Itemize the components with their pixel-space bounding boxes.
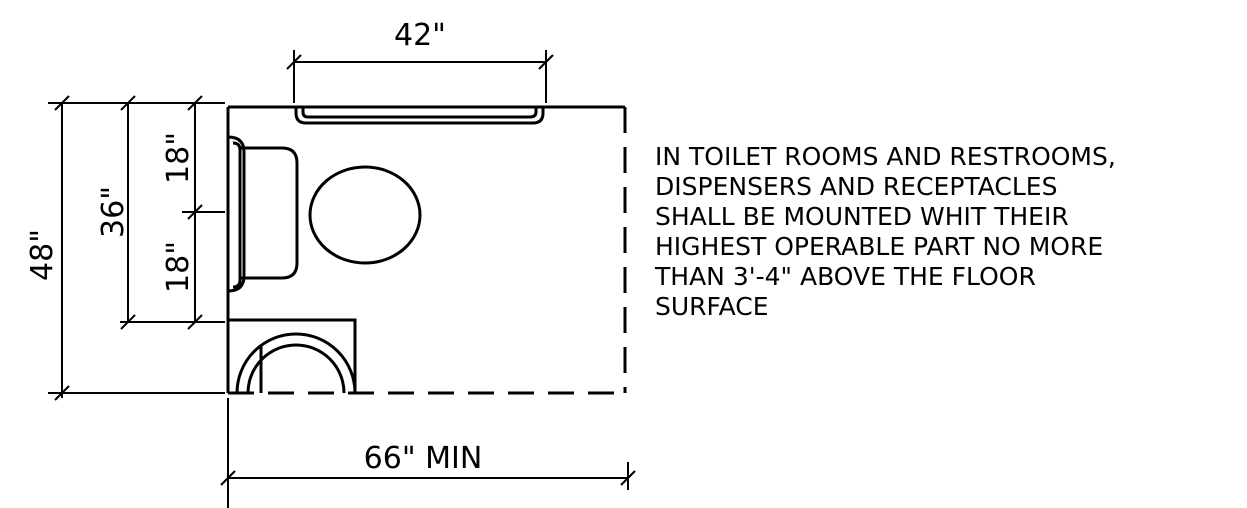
note-line: IN TOILET ROOMS AND RESTROOMS,	[655, 142, 1116, 171]
mounting-height-note: IN TOILET ROOMS AND RESTROOMS, DISPENSER…	[655, 142, 1235, 322]
tank	[238, 146, 299, 280]
lower-offset-label: 18"	[161, 241, 196, 293]
room-outline	[226, 105, 627, 395]
lavatory-fixture	[228, 318, 357, 394]
note-line: DISPENSERS AND RECEPTACLES	[655, 172, 1058, 201]
overall-depth-label: 48"	[25, 229, 60, 281]
lavatory-counter	[228, 318, 357, 393]
dimension-lines	[48, 50, 636, 508]
toilet-bowl	[308, 165, 422, 265]
note-line: THAN 3'-4" ABOVE THE FLOOR	[655, 262, 1036, 291]
rear-grab-bar	[294, 107, 545, 125]
door-swing-inner	[246, 343, 346, 394]
room-width-label: 66" MIN	[364, 441, 483, 476]
note-line: HIGHEST OPERABLE PART NO MORE	[655, 232, 1104, 261]
note-line: SURFACE	[655, 292, 769, 321]
dispenser-zone-label: 36"	[96, 186, 131, 238]
tank-lid	[227, 135, 246, 293]
grab-bar-length-label: 42"	[394, 18, 446, 53]
water-closet	[227, 135, 422, 293]
flush-back	[232, 141, 242, 289]
upper-offset-label: 18"	[161, 132, 196, 184]
door-swing-outer	[235, 332, 357, 394]
note-line: SHALL BE MOUNTED WHIT THEIR	[655, 202, 1069, 231]
